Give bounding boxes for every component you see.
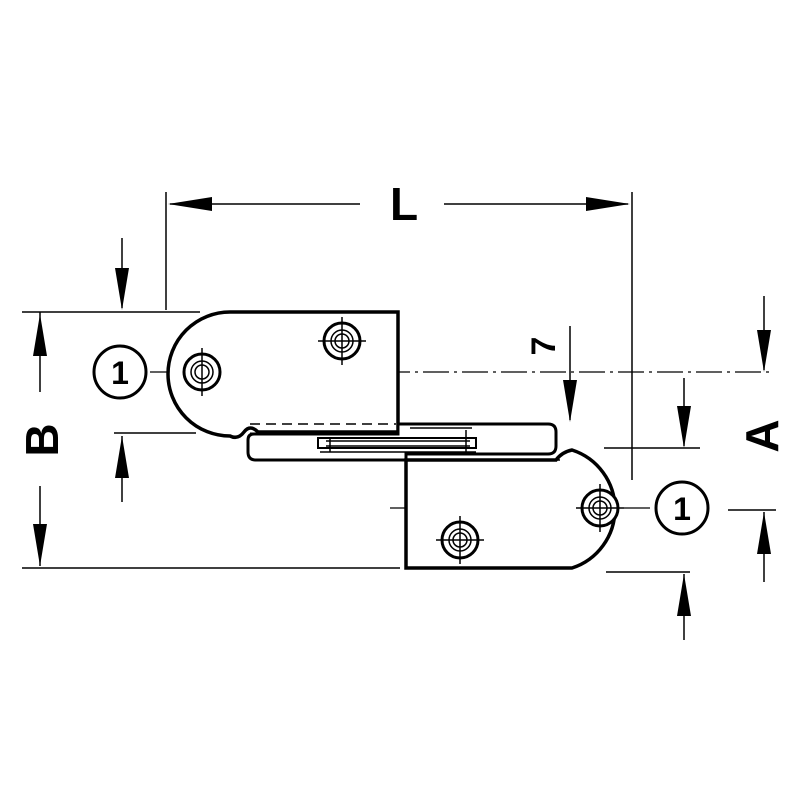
gap-label: 7 [525,337,563,356]
dimension-l: L [165,178,633,480]
reference-callout-left: 1 [92,344,148,400]
hinge-center-link [246,422,558,462]
dimension-b: B [16,311,400,569]
reference-number-left: 1 [111,355,129,391]
width-label: B [16,423,68,456]
screw-hole-lower-right [576,484,624,532]
reference-callout-right: 1 [654,480,710,536]
leaf-thickness-arrows-left [114,238,196,502]
screw-hole-lower-left [436,516,484,564]
length-label: L [390,178,418,230]
offset-label: A [736,419,788,452]
screw-hole-upper-right [318,317,366,365]
dimension-a: A [604,296,788,640]
reference-number-right: 1 [673,491,691,527]
screw-hole-upper-left [182,348,222,396]
